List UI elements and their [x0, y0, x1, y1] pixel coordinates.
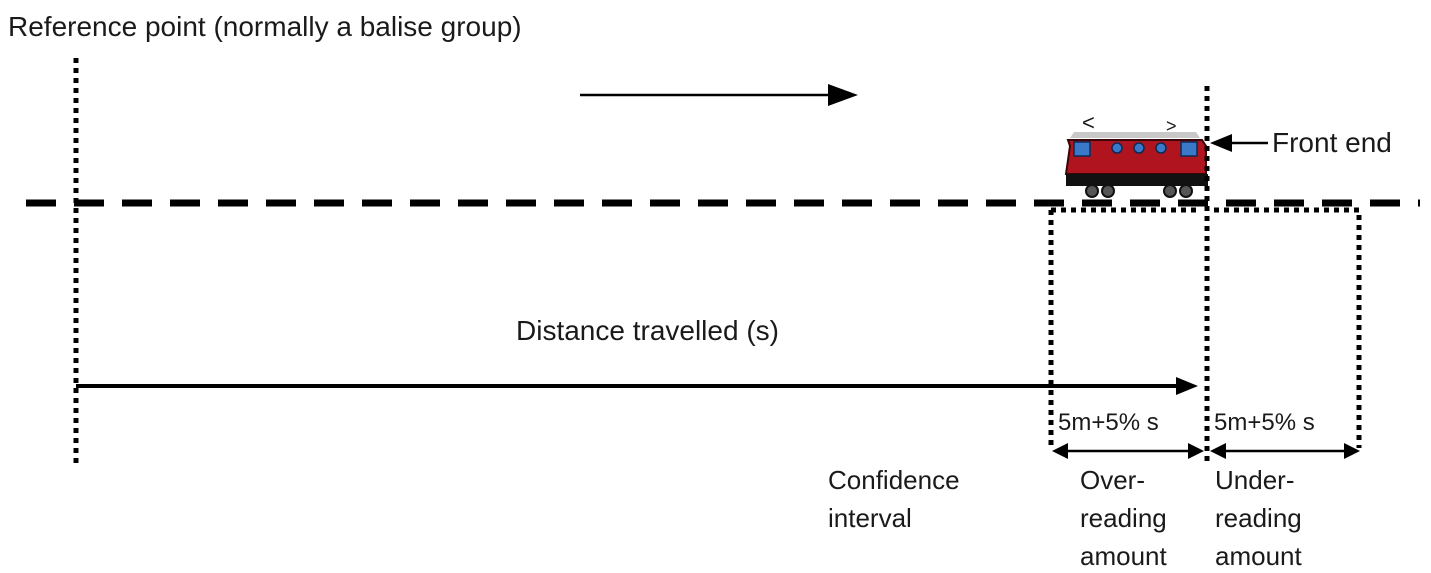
over-reading-box	[1048, 207, 1200, 448]
front-end-pointer	[1210, 134, 1268, 152]
under-reading-box	[1214, 207, 1362, 448]
over-reading-label-line-1: Over-	[1080, 465, 1145, 495]
train-window	[1155, 142, 1167, 154]
train-wheel	[1179, 184, 1193, 198]
train-window	[1073, 141, 1091, 157]
under-reading-label-line-1: Under-	[1215, 465, 1294, 495]
train-window	[1133, 142, 1145, 154]
train-wheel	[1101, 184, 1115, 198]
direction-arrow	[580, 84, 858, 106]
confidence-label-line-2: interval	[828, 503, 912, 533]
train-wheel	[1085, 184, 1099, 198]
train-front-marker: >	[1166, 116, 1177, 136]
confidence-label-line-1: Confidence	[828, 465, 960, 495]
over-reading-label-line-2: reading	[1080, 503, 1167, 533]
train-window	[1180, 141, 1198, 157]
under-reading-label-line-3: amount	[1215, 541, 1302, 571]
under-reading-formula: 5m+5% s	[1214, 409, 1315, 436]
train-roof	[1070, 132, 1200, 138]
under-reading-span-arrow	[1210, 443, 1360, 459]
over-reading-span-arrow	[1052, 443, 1204, 459]
over-reading-label-line-3: amount	[1080, 541, 1167, 571]
distance-arrow	[76, 377, 1198, 395]
train-rear-marker: <	[1082, 110, 1095, 135]
train-wheel	[1163, 184, 1177, 198]
train-icon: < >	[1064, 110, 1208, 198]
under-reading-label-line-2: reading	[1215, 503, 1302, 533]
reference-point-label: Reference point (normally a balise group…	[8, 11, 522, 42]
distance-label: Distance travelled (s)	[516, 315, 779, 346]
train-chassis	[1066, 174, 1208, 186]
train-window	[1111, 142, 1123, 154]
over-reading-formula: 5m+5% s	[1058, 409, 1159, 436]
front-end-label: Front end	[1272, 127, 1392, 158]
